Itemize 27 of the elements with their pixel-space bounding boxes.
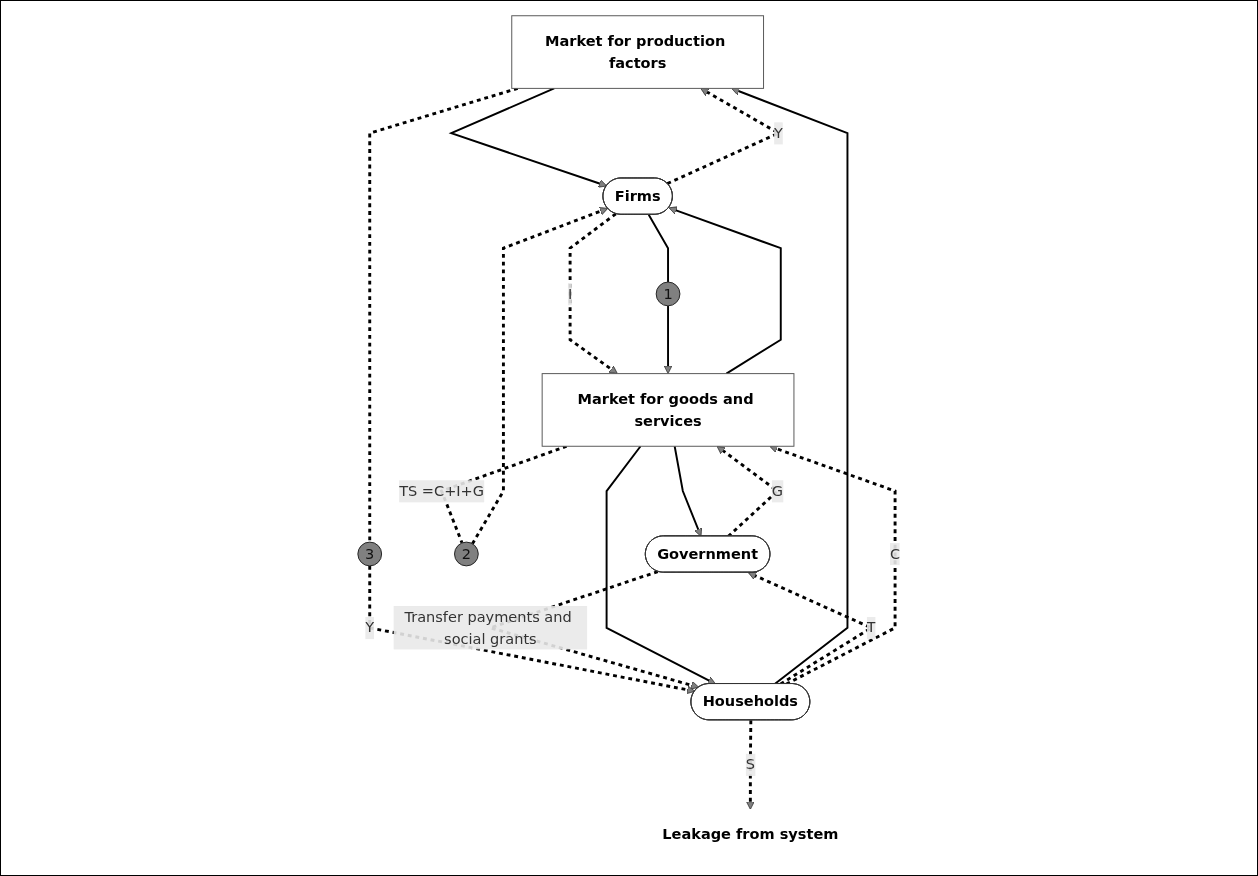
edge-label: I bbox=[567, 284, 573, 303]
arrow bbox=[673, 445, 703, 537]
node-text: Leakage from system bbox=[662, 825, 839, 844]
edge-label: S bbox=[745, 755, 755, 774]
node-circle: 1 bbox=[655, 281, 681, 307]
node-circle: 3 bbox=[357, 541, 383, 567]
connector bbox=[647, 213, 669, 284]
edge-label: TS =C+I+G bbox=[399, 482, 485, 500]
node-box: Market for production factors bbox=[511, 15, 765, 89]
arrow bbox=[666, 88, 782, 185]
node-box: Market for goods and services bbox=[541, 373, 795, 447]
arrow bbox=[746, 720, 755, 810]
arrow bbox=[568, 212, 618, 374]
edge-label: Transfer payments and social grants bbox=[404, 607, 572, 648]
edge-label: G bbox=[771, 482, 784, 500]
arrow bbox=[731, 87, 849, 685]
edge-label: Y bbox=[365, 618, 375, 637]
arrow bbox=[668, 206, 782, 375]
arrow bbox=[471, 207, 609, 545]
edge-label: Y bbox=[774, 124, 783, 142]
edge-label: T bbox=[866, 618, 876, 637]
arrow bbox=[663, 304, 673, 374]
arrow bbox=[605, 445, 716, 685]
node-circle: 2 bbox=[454, 541, 479, 567]
arrow bbox=[448, 87, 608, 188]
connector bbox=[368, 87, 519, 543]
edge-label: C bbox=[890, 545, 901, 563]
